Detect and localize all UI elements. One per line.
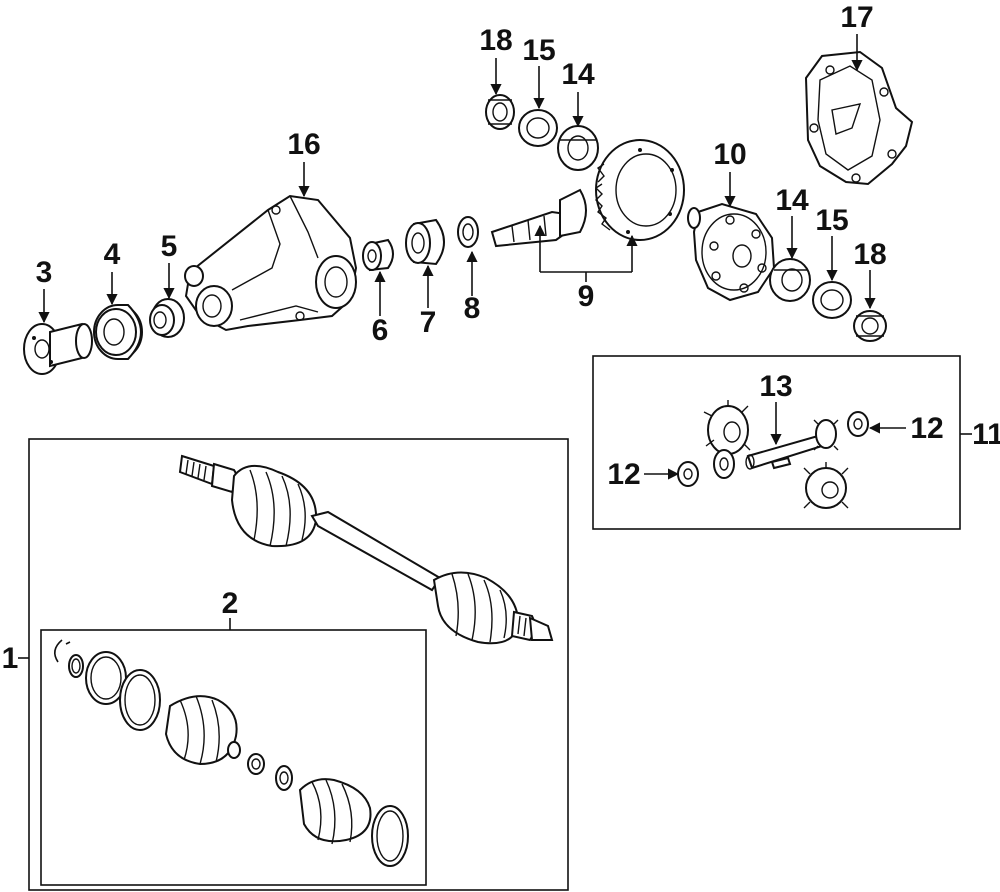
adjuster-nut-right-part[interactable] [853, 310, 887, 342]
callout-16: 16 [287, 128, 320, 161]
callout-1: 1 [2, 642, 19, 675]
callout-8: 8 [464, 292, 481, 325]
differential-cover-part[interactable] [804, 50, 914, 186]
callout-17: 17 [840, 1, 873, 34]
callout-12-right: 12 [910, 412, 943, 445]
side-gear-top-part[interactable] [703, 400, 751, 460]
callout-13: 13 [759, 370, 792, 403]
pinion-bearing-part[interactable] [405, 218, 445, 266]
callout-3: 3 [36, 256, 53, 289]
flange-part[interactable] [23, 322, 93, 375]
callout-10: 10 [713, 138, 746, 171]
callout-6: 6 [372, 314, 389, 347]
bearing-part[interactable] [93, 304, 143, 360]
boot-kit-frame [40, 629, 427, 886]
callout-14-top: 14 [561, 58, 595, 91]
callout-7: 7 [420, 306, 437, 339]
thrust-washer-left-part[interactable] [677, 461, 699, 487]
bearing-race-top-part[interactable] [518, 109, 558, 147]
callout-9: 9 [578, 280, 595, 313]
bearing-race-right-part[interactable] [812, 281, 852, 319]
callout-14-right: 14 [775, 184, 809, 217]
callout-15-top: 15 [522, 34, 555, 67]
ring-and-pinion-part[interactable] [490, 139, 685, 248]
thrust-washer-right-part[interactable] [847, 411, 869, 437]
callout-18-top: 18 [479, 24, 512, 57]
callout-12-left: 12 [607, 458, 640, 491]
callout-4: 4 [104, 238, 121, 271]
carrier-housing-part[interactable] [184, 194, 358, 332]
callout-2: 2 [222, 587, 239, 620]
differential-gear-kit-frame [592, 355, 961, 530]
seal-part[interactable] [149, 298, 185, 338]
side-gear-bottom-part[interactable] [803, 462, 849, 509]
leader-lines [18, 34, 972, 659]
axle-assembly-frame [28, 438, 569, 891]
cross-shaft-part[interactable] [745, 434, 824, 470]
pinion-gear-right-part[interactable] [813, 419, 839, 451]
callout-18-right: 18 [853, 238, 886, 271]
side-bearing-top-part[interactable] [557, 125, 599, 171]
pinion-gear-left-part[interactable] [713, 449, 735, 479]
adjuster-nut-top-part[interactable] [485, 94, 515, 130]
callout-15-right: 15 [815, 204, 848, 237]
axle-shaft-part[interactable] [178, 454, 554, 645]
side-bearing-right-part[interactable] [769, 258, 811, 302]
differential-case-part[interactable] [687, 202, 776, 302]
spacer-part[interactable] [362, 238, 394, 272]
callout-11: 11 [972, 418, 1000, 451]
boot-kit-parts[interactable] [54, 639, 409, 867]
shim-part[interactable] [457, 216, 479, 248]
callout-5: 5 [161, 230, 178, 263]
